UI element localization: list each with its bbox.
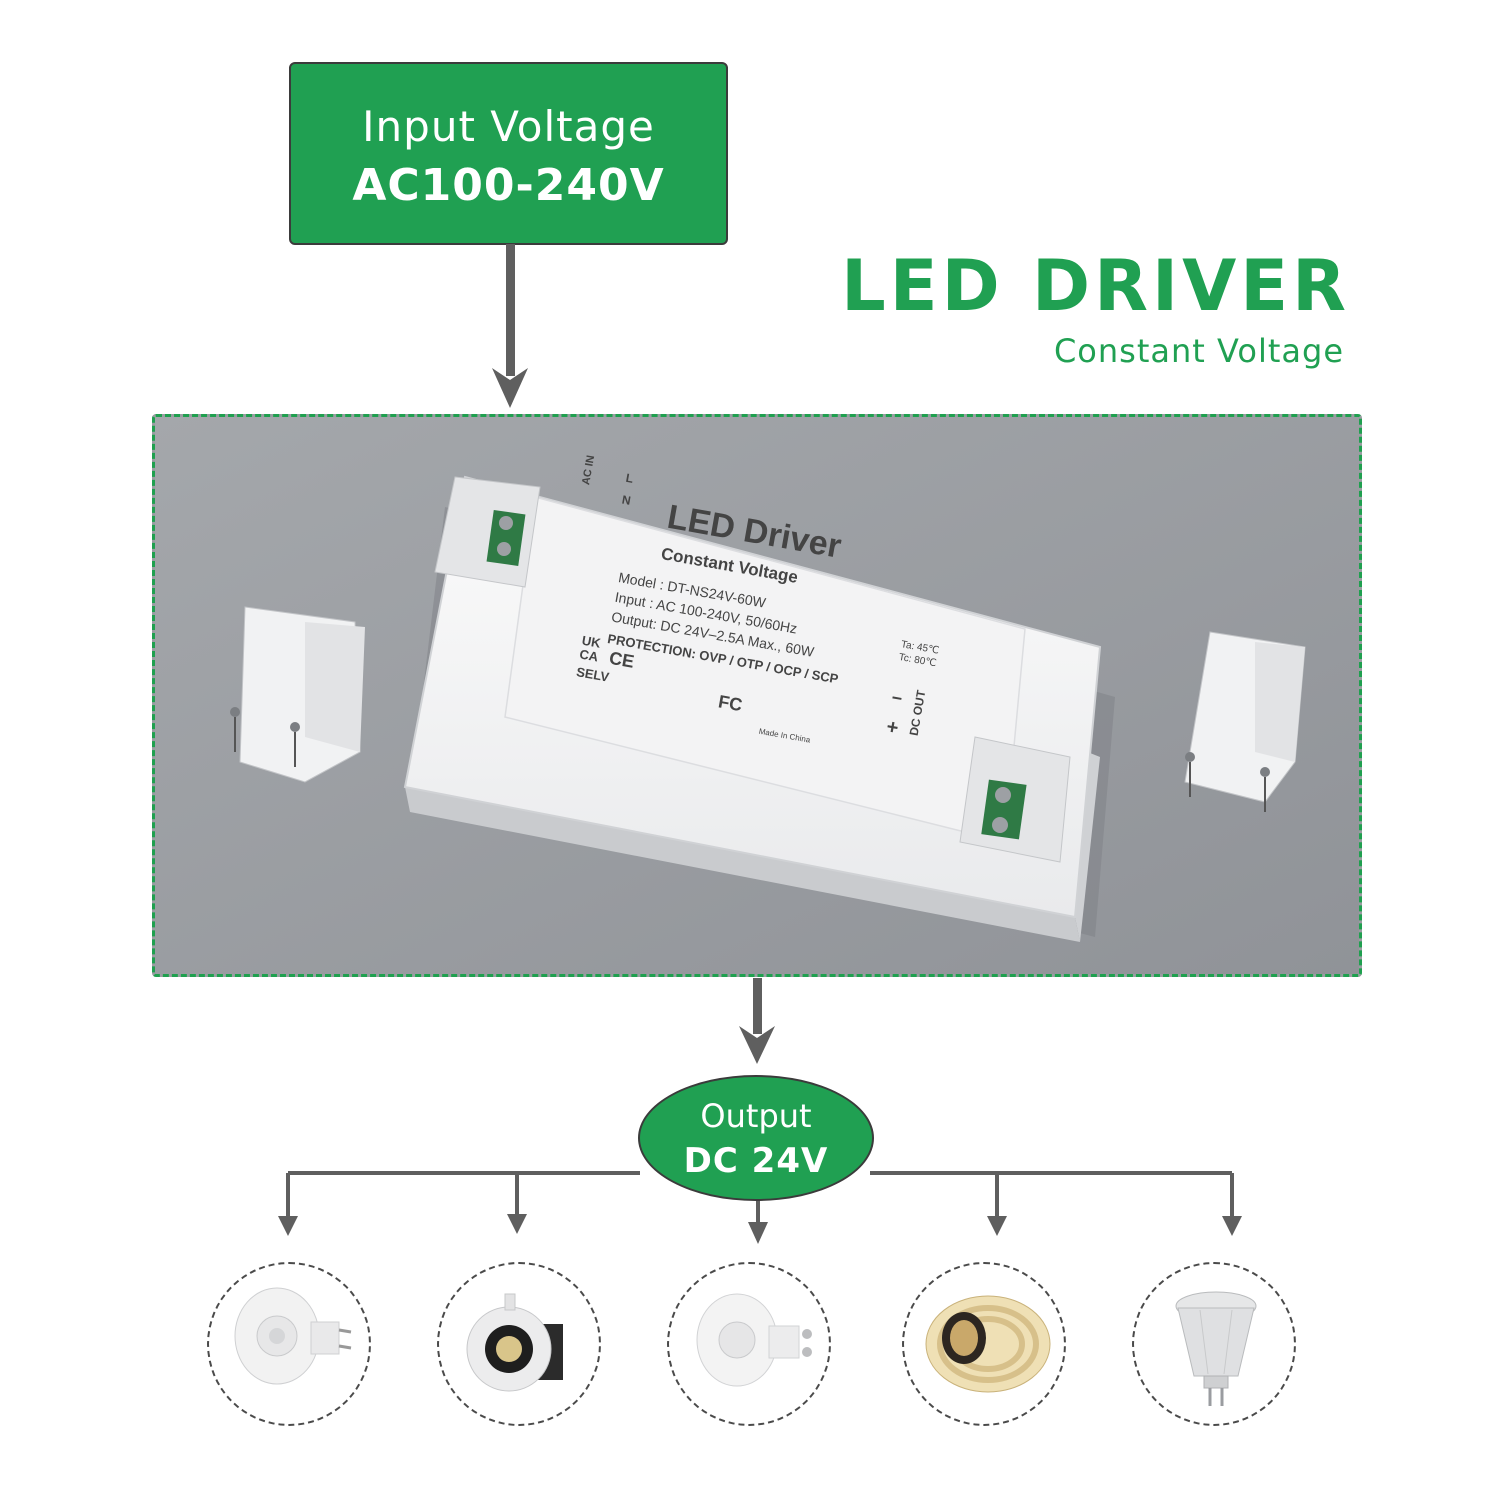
output-label: Output [700,1097,812,1135]
led-strip-reel-icon [925,1295,1051,1393]
left-cover-clip-icon [230,606,365,783]
output-voltage-badge: Output DC 24V [638,1075,874,1201]
label-minus: − [890,687,904,709]
input-voltage-value: AC100-240V [352,160,665,211]
lamp-option-gu10 [667,1262,831,1426]
label-ac-in: AC IN [580,454,597,486]
input-arrow [492,244,528,408]
gu10-bulb-icon [696,1293,812,1387]
driver-photo-frame: LED Driver Constant Voltage Model : DT-N… [152,414,1362,977]
output-voltage-value: DC 24V [683,1141,829,1181]
lamp-option-mr11 [1132,1262,1296,1426]
label-selv: SELV [575,664,610,685]
distribution-lines [278,1171,1242,1244]
label-l: L [625,471,635,486]
fcc-mark-icon: FC [717,691,744,715]
input-voltage-box: Input Voltage AC100-240V [289,62,728,245]
page-subtitle: Constant Voltage [1053,332,1344,370]
label-ca: CA [578,646,600,664]
mr16-bulb-icon [234,1287,352,1385]
lamp-option-led-strip [902,1262,1066,1426]
label-n: N [621,492,632,507]
output-arrow [739,978,775,1064]
ce-mark-icon: CE [608,648,636,672]
lamp-option-downlight [437,1262,601,1426]
right-cover-clip-icon [1184,631,1306,812]
input-voltage-label: Input Voltage [362,102,655,151]
mr11-bulb-icon [1175,1291,1257,1406]
driver-product-illustration: LED Driver Constant Voltage Model : DT-N… [155,417,1359,974]
label-plus: + [885,716,900,740]
lamp-option-mr16 [207,1262,371,1426]
label-uk: UK [581,633,603,651]
downlight-icon [466,1293,563,1392]
page-title: LED DRIVER [841,245,1350,327]
